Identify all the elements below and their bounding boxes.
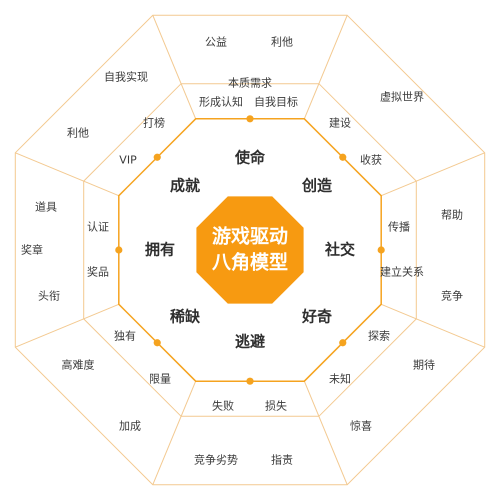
middle-item: 独有 (114, 329, 136, 343)
spoke-line (380, 152, 485, 197)
middle-item: 传播 (388, 220, 410, 234)
core-scarcity: 稀缺 (169, 307, 201, 326)
side-dot (153, 339, 161, 347)
middle-item: 本质需求 (228, 76, 272, 90)
spoke-line (303, 380, 348, 485)
outer-item: 竞争劣势 (194, 453, 238, 467)
spoke-line (152, 15, 197, 120)
middle-item: VIP (119, 153, 137, 167)
outer-item: 公益 (205, 35, 227, 49)
side-dot (377, 246, 385, 254)
core-ownership: 拥有 (144, 240, 176, 259)
outer-item: 利他 (271, 35, 293, 49)
center-line-2: 八角模型 (211, 251, 289, 273)
side-dot (339, 339, 347, 347)
outer-item: 自我实现 (104, 70, 148, 84)
outer-octagon (14, 14, 486, 486)
core-mission: 使命 (234, 148, 266, 167)
middle-item: 自我目标 (254, 95, 298, 109)
core-creation: 创造 (301, 176, 333, 195)
spoke-line (152, 380, 197, 485)
outer-item: 虚拟世界 (380, 90, 424, 104)
middle-item: 形成认知 (199, 95, 243, 109)
center-label: 游戏驱动 八角模型 (212, 224, 288, 275)
side-dot (246, 115, 254, 123)
outer-item: 头衔 (38, 289, 60, 303)
spoke-line (15, 303, 120, 348)
side-dot (153, 153, 161, 161)
outer-item: 期待 (413, 358, 435, 372)
middle-item: 未知 (329, 372, 351, 386)
core-accomplishment: 成就 (169, 176, 201, 195)
spoke-line (380, 303, 485, 348)
center-line-1: 游戏驱动 (211, 225, 289, 248)
middle-item: 探索 (368, 329, 390, 343)
side-dot (115, 246, 123, 254)
outer-item: 道具 (35, 200, 57, 214)
middle-item: 认证 (87, 220, 109, 234)
outer-item: 惊喜 (350, 419, 372, 433)
middle-item: 打榜 (143, 116, 165, 130)
outer-item: 利他 (67, 126, 89, 140)
middle-item: 损失 (265, 399, 287, 413)
outer-item: 帮助 (441, 208, 463, 222)
outer-item: 竞争 (441, 289, 463, 303)
middle-item: 建设 (329, 116, 351, 130)
spoke-line (303, 15, 348, 120)
middle-item: 收获 (360, 153, 382, 167)
outer-item: 高难度 (61, 358, 95, 372)
core-social: 社交 (324, 240, 356, 259)
core-curiosity: 好奇 (301, 307, 333, 326)
middle-item: 限量 (149, 372, 171, 386)
outer-item: 奖章 (21, 243, 43, 257)
middle-item: 奖品 (87, 265, 109, 279)
side-dot (246, 377, 254, 385)
inner-octagon (118, 118, 382, 382)
outer-item: 指责 (271, 453, 293, 467)
center-octagon (196, 196, 304, 304)
middle-item: 失败 (212, 399, 234, 413)
side-dot (339, 153, 347, 161)
core-avoidance: 逃避 (234, 332, 266, 351)
middle-item: 建立关系 (380, 265, 424, 279)
outer-item: 加成 (119, 419, 141, 433)
spoke-line (15, 152, 120, 197)
